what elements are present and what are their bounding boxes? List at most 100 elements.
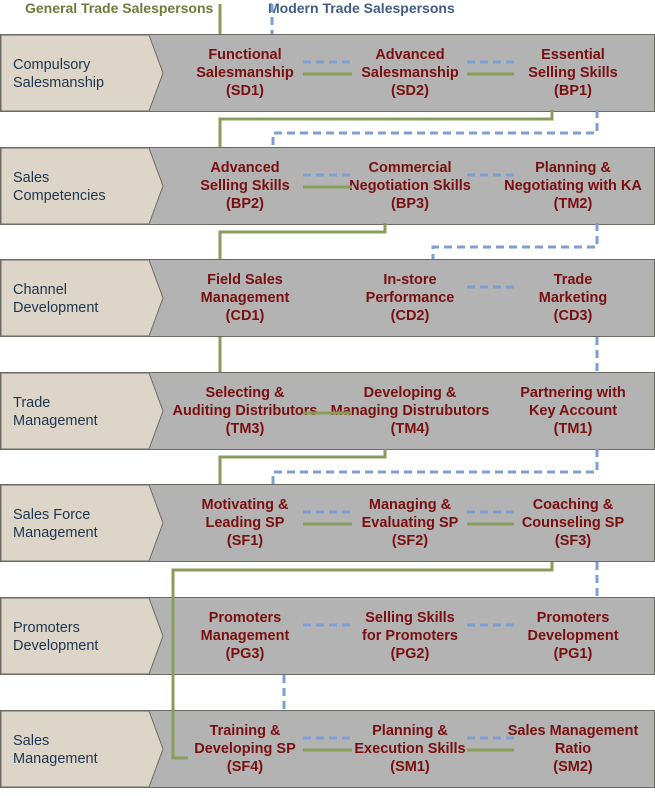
course-title-line: Trade — [553, 272, 593, 288]
course-code: (PG1) — [553, 646, 593, 662]
course-code: (BP3) — [391, 196, 429, 212]
category-label-line: Compulsory — [13, 57, 91, 73]
course-node: Planning & Negotiating with KA (TM2) — [491, 147, 655, 225]
course-code: (CD1) — [225, 308, 265, 324]
course-title-line: Selecting & — [205, 385, 285, 401]
course-title-line: Managing & — [368, 497, 452, 513]
course-title-line: Salesmanship — [196, 65, 294, 81]
course-code: (SF4) — [226, 759, 264, 775]
course-title-line: Essential — [541, 47, 605, 63]
course-node: Planning &Execution Skills(SM1) — [328, 710, 493, 788]
course-code: (BP2) — [226, 196, 264, 212]
general-trade-flow — [218, 449, 387, 484]
course-title-line: Key Account — [528, 403, 618, 419]
course-title-line: Promoters — [536, 610, 610, 626]
course-code: (SD1) — [226, 83, 264, 99]
course-code: (SM2) — [553, 759, 593, 775]
course-title-line: Negotiating with KA — [504, 178, 642, 194]
category-label-line: Development — [13, 300, 99, 316]
general-trade-flow — [218, 223, 387, 259]
course-title-line: Performance — [365, 290, 455, 306]
course-code: (PG3) — [225, 646, 265, 662]
category-label-line: Management — [13, 413, 98, 429]
course-title-line: Leading SP — [205, 515, 285, 531]
course-node: Selecting &Auditing Distributors(TM3) — [163, 372, 328, 450]
course-code: (BP1) — [554, 83, 592, 99]
course-node: Developing &Managing Distrubutors(TM4) — [328, 372, 493, 450]
course-title-line: Advanced — [210, 160, 280, 176]
course-code: (PG2) — [390, 646, 430, 662]
course-code: (SM1) — [390, 759, 430, 775]
course-code: (CD3) — [553, 308, 593, 324]
course-title-line: Evaluating SP — [361, 515, 459, 531]
course-title-line: Promoters — [208, 610, 282, 626]
course-code: (SD2) — [391, 83, 429, 99]
legend-general-trade: General Trade Salespersons — [25, 0, 214, 16]
category-label-line: Trade — [13, 395, 51, 411]
course-title-line: Counseling SP — [521, 515, 625, 531]
course-title-line: Commercial — [368, 160, 452, 176]
course-title-line: Field Sales — [207, 272, 283, 288]
course-title-line: Training & — [209, 723, 281, 739]
modern-trade-flow — [271, 449, 599, 484]
course-code: (CD2) — [390, 308, 430, 324]
course-title-line: Coaching & — [532, 497, 614, 513]
category-label-line: Competencies — [13, 188, 106, 204]
course-node: Coaching &Counseling SP(SF3) — [491, 484, 655, 562]
course-code: (SF1) — [226, 533, 264, 549]
course-code: (TM3) — [225, 421, 265, 437]
general-trade-flow — [218, 110, 554, 147]
category-label-line: Development — [13, 638, 99, 654]
course-title-line: Managing Distrubutors — [330, 403, 490, 419]
course-title-line: Selling Skills — [200, 178, 290, 194]
course-title-line: Management — [200, 628, 290, 644]
course-code: (TM1) — [553, 421, 593, 437]
course-title-line: In-store — [383, 272, 437, 288]
course-code: (TM4) — [390, 421, 430, 437]
course-title-line: Management — [200, 290, 290, 306]
modern-trade-flow — [431, 223, 599, 259]
course-node: Motivating &Leading SP(SF1) — [163, 484, 328, 562]
course-title-line: Selling Skills — [528, 65, 618, 81]
course-code: (SF2) — [391, 533, 429, 549]
course-title-line: Ratio — [554, 741, 592, 757]
course-title-line: Marketing — [538, 290, 608, 306]
course-title-line: Selling Skills — [365, 610, 455, 626]
category-label-line: Salesmanship — [13, 75, 105, 91]
category-label-line: Management — [13, 525, 98, 541]
category-label-line: Sales Force — [13, 507, 91, 523]
course-title-line: Advanced — [375, 47, 445, 63]
course-title-line: Partnering with — [520, 385, 626, 401]
course-node: Managing & Evaluating SP (SF2) — [328, 484, 493, 562]
course-title-line: Sales Management — [507, 723, 639, 739]
course-code: (TM2) — [553, 196, 593, 212]
course-title-line: Planning & — [535, 160, 611, 176]
category-label-line: Promoters — [13, 620, 80, 636]
